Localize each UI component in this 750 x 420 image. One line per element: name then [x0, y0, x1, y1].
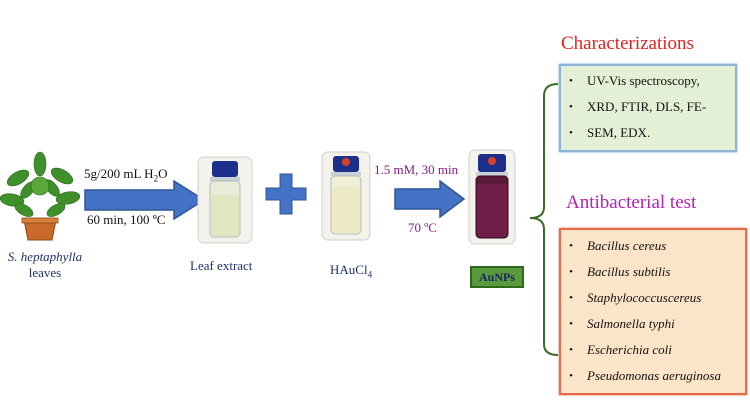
arrow-icon [394, 179, 466, 219]
haucl-label: HAuCl4 [330, 262, 373, 280]
antibacterial-box: Bacillus cereus Bacillus subtilis Staphy… [559, 228, 747, 395]
list-item: SEM, EDX. [561, 120, 735, 146]
antibacterial-title: Antibacterial test [566, 192, 697, 213]
step1-bottom-condition: 60 min, 100 ºC [87, 212, 166, 227]
list-item: Escherichia coli [561, 337, 745, 363]
leaf-extract-label: Leaf extract [190, 258, 253, 273]
list-item: Staphylococcuscereus [561, 285, 745, 311]
arrow-icon [84, 179, 206, 221]
plant-part: leaves [28, 265, 62, 280]
characterizations-box: UV-Vis spectroscopy, XRD, FTIR, DLS, FE-… [559, 64, 737, 152]
step1-top-condition: 5g/200 mL H2O [84, 166, 168, 184]
step2-bottom-condition: 70 ºC [408, 220, 437, 235]
list-item: Bacillus subtilis [561, 259, 745, 285]
plant-icon [0, 148, 81, 248]
list-item: Bacillus cereus [561, 233, 745, 259]
product-label: AuNPs [470, 266, 524, 288]
vial-icon [196, 155, 254, 245]
antibacterial-list: Bacillus cereus Bacillus subtilis Staphy… [561, 233, 745, 389]
plus-icon [264, 172, 308, 216]
list-item: UV-Vis spectroscopy, [561, 68, 735, 94]
list-item: XRD, FTIR, DLS, FE- [561, 94, 735, 120]
vial-icon [320, 150, 372, 242]
brace-icon [524, 82, 560, 357]
plant-species: S. heptaphylla [7, 249, 83, 264]
characterizations-title: Characterizations [561, 33, 694, 54]
vial-icon [467, 148, 517, 246]
step2-top-condition: 1.5 mM, 30 min [374, 162, 459, 177]
list-item: Salmonella typhi [561, 311, 745, 337]
characterizations-list: UV-Vis spectroscopy, XRD, FTIR, DLS, FE-… [561, 68, 735, 146]
list-item: Pseudomonas aeruginosa [561, 363, 745, 389]
plant-label: S. heptaphylla leaves [0, 249, 90, 281]
